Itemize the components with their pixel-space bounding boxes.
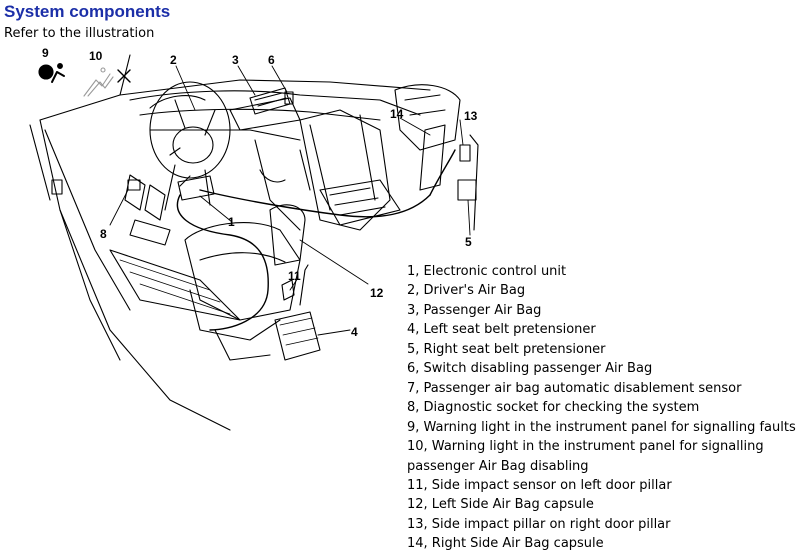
callout-11: 11 (288, 269, 301, 283)
windscreen-pillar (39, 79, 431, 121)
legend-item: 6, Switch disabling passenger Air Bag (407, 361, 653, 377)
system-components-illustration: 1 2 3 4 5 6 8 9 10 11 12 13 14 (29, 46, 479, 431)
legend-item: 4, Left seat belt pretensioner (407, 322, 596, 338)
left-impact-sensor (281, 279, 295, 301)
callout-13: 13 (464, 109, 478, 123)
callout-5: 5 (465, 235, 472, 249)
steering-wheel (149, 81, 231, 179)
legend-item: 2, Driver's Air Bag (407, 283, 526, 299)
dashboard (129, 90, 421, 116)
legend-item: 7, Passenger air bag automatic disableme… (407, 380, 742, 396)
left-a-pillar (39, 119, 121, 361)
disable-switch (284, 91, 294, 105)
legend-item: 12, Left Side Air Bag capsule (407, 497, 594, 513)
legend-item: 10, Warning light in the instrument pane… (407, 439, 764, 455)
component-legend: 1, Electronic control unit 2, Driver's A… (407, 262, 796, 554)
left-pretensioner (274, 311, 321, 361)
callout-6: 6 (268, 53, 275, 67)
page-subtitle: Refer to the illustration (4, 26, 155, 41)
door-frame (59, 209, 231, 431)
legend-item: 14, Right Side Air Bag capsule (407, 536, 604, 552)
callout-3: 3 (232, 53, 239, 67)
right-impact-sensor (457, 179, 477, 201)
passenger-seat (299, 109, 391, 231)
right-side-airbag (419, 124, 446, 191)
callout-9: 9 (42, 46, 49, 60)
callout-10: 10 (89, 49, 103, 63)
wiring-harness (176, 194, 269, 331)
legend-item: 3, Passenger Air Bag (407, 302, 542, 318)
callout-4: 4 (351, 325, 358, 339)
passenger-airbag-off-icon (83, 67, 114, 97)
callout-8: 8 (100, 227, 107, 241)
diagnostic-socket (127, 179, 141, 191)
airbag-warning-icon (38, 63, 65, 83)
callout-1: 1 (228, 215, 235, 229)
callout-14: 14 (390, 107, 404, 121)
legend-item: 11, Side impact sensor on left door pill… (407, 477, 672, 493)
callout-2: 2 (170, 53, 177, 67)
legend-item: 1, Electronic control unit (407, 264, 567, 279)
legend-item: 5, Right seat belt pretensioner (407, 341, 606, 357)
callout-12: 12 (370, 286, 384, 300)
legend-item: 8, Diagnostic socket for checking the sy… (407, 400, 700, 416)
legend-item: 13, Side impact pillar on right door pil… (407, 516, 671, 532)
driver-seat (184, 222, 301, 321)
legend-item: 9, Warning light in the instrument panel… (407, 419, 796, 435)
page-title: System components (4, 2, 171, 21)
legend-item: passenger Air Bag disabling (407, 458, 589, 474)
left-side-airbag (269, 204, 306, 266)
